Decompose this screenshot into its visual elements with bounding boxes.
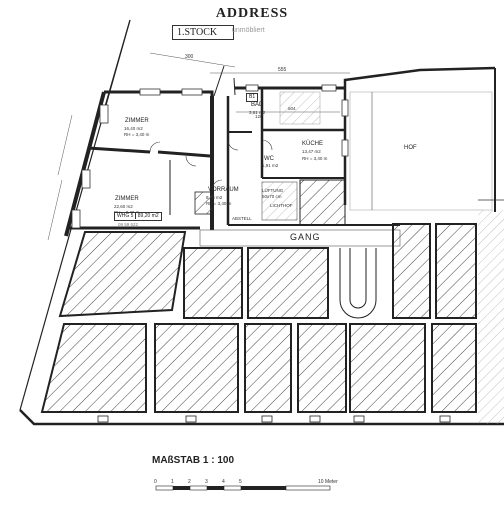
room-zimmer-bottom-name: ZIMMER xyxy=(115,196,139,202)
room-kueche-area: 13,47 m2 xyxy=(302,149,321,154)
room-gang-name: GANG xyxy=(290,232,321,242)
room-kueche-name: KÜCHE xyxy=(302,141,324,147)
hatched-units-upper xyxy=(58,223,477,319)
room-lueftung-name: LÜFTUNG xyxy=(262,188,284,193)
unit-sub: 09 59 522 xyxy=(118,222,139,227)
room-zimmer-bottom-area: 22,60 m2 xyxy=(114,204,133,209)
plan-title: ADDRESS xyxy=(215,6,289,21)
dimension-lines xyxy=(47,52,350,241)
dim-300: 300 xyxy=(185,54,194,60)
room-abstell-name: ABSTELL xyxy=(232,216,252,221)
scale-tick-3: 3 xyxy=(205,479,208,485)
neighbour-hatch xyxy=(478,210,504,424)
scale-tick-0: 0 xyxy=(154,479,157,485)
room-lueftung-size: 50x70 cm xyxy=(262,194,282,199)
scale-tick-2: 2 xyxy=(188,479,191,485)
stair-u xyxy=(339,248,377,319)
room-zimmer-top-height: RH = 3,40 m xyxy=(124,132,150,137)
room-wc-name: WC xyxy=(264,156,274,162)
room-bad-area: 3,61 m2 xyxy=(249,110,266,115)
windows xyxy=(71,84,349,229)
dim-555: 555 xyxy=(278,67,287,73)
room-hof-name: HOF xyxy=(404,145,417,151)
scale-bar xyxy=(155,485,331,491)
room-bad-name: BAD xyxy=(251,102,264,108)
room-wc-area: 1,91 m2 xyxy=(262,163,279,168)
floor-note: unmöbliert xyxy=(232,27,265,34)
unit-label: WHG 5 xyxy=(117,213,134,219)
room-vorraum-name: VORRAUM xyxy=(208,187,239,193)
room-kueche-height: RH = 3,40 m xyxy=(302,156,328,161)
scale-tick-4: 4 xyxy=(222,479,225,485)
ventilation-shaft xyxy=(261,181,298,221)
dim-120: 120 xyxy=(255,114,263,119)
floor-label: 1.STOCK xyxy=(172,25,234,40)
scale-label: MAßSTAB 1 : 100 xyxy=(152,455,235,466)
room-lichthof-name: LICHTHOF xyxy=(270,203,293,208)
scale-tick-1: 1 xyxy=(171,479,174,485)
room-zimmer-top-area: 16,40 m2 xyxy=(124,126,143,131)
unit-tag: WHG 5 89,20 m2 xyxy=(114,212,162,221)
door-tag: B1 xyxy=(246,93,259,102)
unit-area: 89,20 m2 xyxy=(134,213,159,219)
light-shaft xyxy=(299,179,346,226)
scale-tick-10: 10 Meter xyxy=(318,479,338,485)
bathtub xyxy=(279,91,321,125)
doors xyxy=(149,139,273,191)
room-vorraum-area: 8,35 m2 xyxy=(206,195,223,200)
courtyard-outline xyxy=(349,91,493,211)
room-vorraum-height: RH = 3,40 m xyxy=(206,201,232,206)
scale-tick-5: 5 xyxy=(239,479,242,485)
room-zimmer-top-name: ZIMMER xyxy=(125,118,149,124)
wall-markers xyxy=(97,415,451,423)
hatched-units-lower xyxy=(40,323,477,413)
storage-shaft xyxy=(194,191,214,215)
